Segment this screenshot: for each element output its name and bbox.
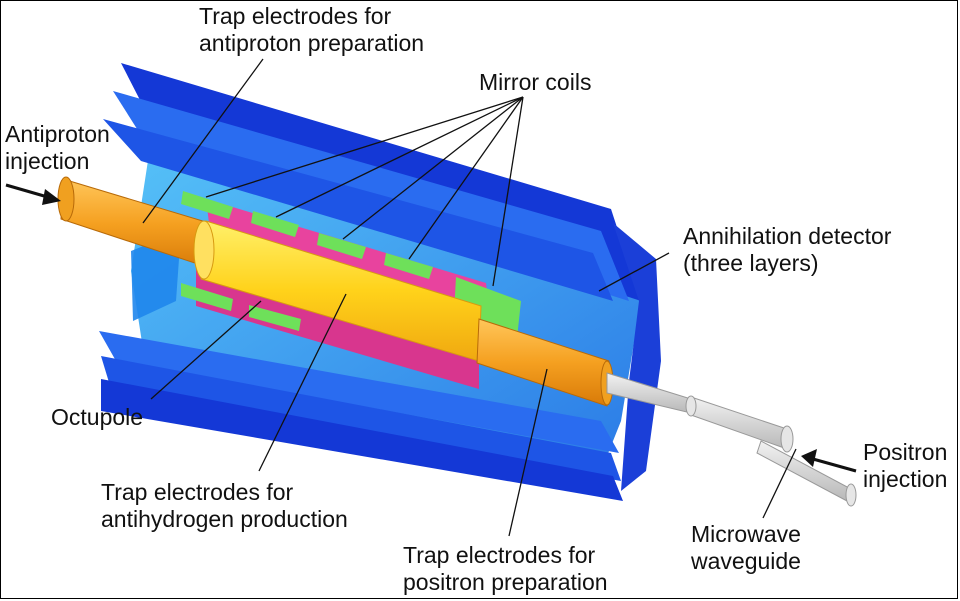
label-trap-antiproton: Trap electrodes for antiproton preparati… bbox=[199, 3, 425, 56]
detector-bottom-shell-inner bbox=[101, 356, 621, 481]
waveguide-flange-2 bbox=[780, 425, 794, 453]
leader-microwave-waveguide bbox=[762, 448, 797, 519]
mirror-coil-3 bbox=[317, 233, 366, 259]
detector-bottom-shell-outer bbox=[101, 379, 623, 501]
microwave-waveguide bbox=[606, 372, 857, 507]
positron-electrode-tube bbox=[476, 318, 610, 407]
arrow-left-icon bbox=[801, 449, 857, 473]
leader-trap-positron bbox=[508, 368, 548, 537]
label-octupole: Octupole bbox=[51, 404, 144, 430]
leader-octupole bbox=[150, 300, 262, 400]
mirror-coil-2 bbox=[251, 211, 299, 237]
label-mirror-coils: Mirror coils bbox=[479, 69, 592, 95]
leader-trap-antihydrogen bbox=[258, 293, 347, 472]
antiproton-tube-end bbox=[57, 176, 75, 222]
leader-mirror-coil-3 bbox=[342, 96, 524, 240]
mirror-coil-1 bbox=[181, 191, 233, 219]
leader-lines bbox=[142, 58, 797, 537]
detector-end-face bbox=[613, 223, 661, 491]
leader-mirror-coil-4 bbox=[408, 96, 524, 260]
octupole-body-bottom bbox=[196, 269, 479, 389]
antihydrogen-tube-end bbox=[193, 220, 215, 280]
label-trap-antihydrogen: Trap electrodes for antihydrogen product… bbox=[101, 479, 348, 532]
detector-top-shell-band bbox=[103, 119, 613, 301]
label-annihilation-detector: Annihilation detector (three layers) bbox=[683, 223, 892, 276]
leader-mirror-coil-5 bbox=[492, 96, 524, 287]
waveguide-flange-3 bbox=[845, 483, 857, 507]
waveguide-pipe bbox=[690, 396, 788, 450]
waveguide-branch bbox=[756, 440, 852, 502]
leader-mirror-coil-1 bbox=[205, 96, 524, 198]
leader-trap-antiproton bbox=[142, 58, 264, 224]
label-trap-positron: Trap electrodes for positron preparation bbox=[403, 542, 608, 595]
label-positron-injection: Positron injection bbox=[863, 439, 948, 492]
annihilation-detector bbox=[99, 63, 661, 501]
mirror-coil-lower-1 bbox=[181, 283, 233, 311]
waveguide-flange-1 bbox=[685, 395, 697, 417]
leader-annihilation-detector bbox=[598, 252, 670, 292]
leader-mirror-coil-2 bbox=[275, 96, 524, 218]
label-antiproton-injection: Antiproton injection bbox=[5, 121, 110, 174]
detector-bottom-shell-band bbox=[99, 331, 619, 453]
mirror-coil-lower-2 bbox=[249, 305, 301, 331]
mirror-coil-4 bbox=[384, 253, 433, 279]
label-microwave-waveguide: Microwave waveguide bbox=[691, 521, 801, 574]
arrow-right-icon bbox=[5, 183, 61, 205]
